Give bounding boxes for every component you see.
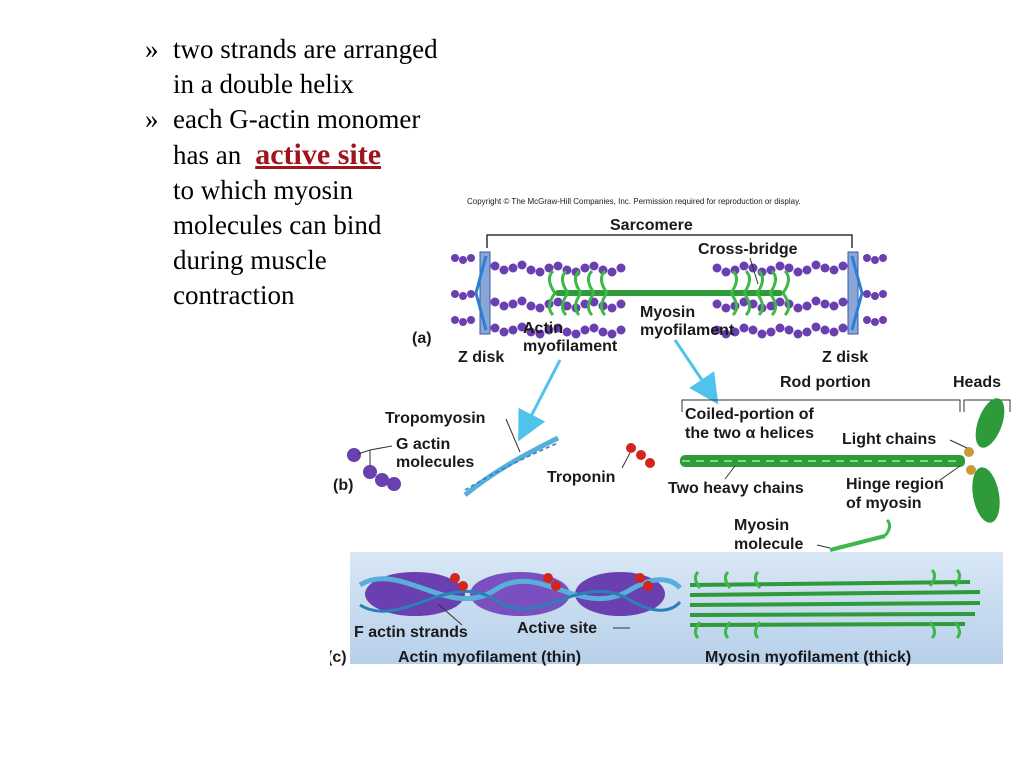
myosin-myofilament-label-1: Myosin — [640, 304, 695, 321]
f-actin-leader — [437, 603, 463, 626]
heads-bracket — [963, 399, 1011, 412]
bullet-list: » two strands are arranged in a double h… — [145, 32, 525, 313]
coiled-portion-label-1: Coiled-portion of — [685, 406, 815, 423]
light-chain-2 — [966, 465, 976, 475]
heavy-chains-leader — [724, 465, 736, 480]
panel-b-letter: (b) — [333, 477, 353, 494]
tropomyosin-label: Tropomyosin — [385, 410, 485, 427]
active-site-highlight: active site — [255, 138, 382, 171]
bullet-line: has an active site — [173, 137, 525, 173]
troponin-shape — [626, 443, 655, 468]
sarcomere-label: Sarcomere — [610, 217, 693, 234]
myosin-head-upper — [975, 398, 1005, 448]
tropomyosin-strand — [463, 435, 560, 497]
z-disk-right-label: Z disk — [822, 349, 868, 366]
panel-c-letter: (c) — [330, 649, 347, 666]
z-disk-left-label: Z disk — [458, 349, 504, 366]
tropomyosin-leader — [505, 418, 521, 453]
panel-c-background — [350, 552, 1003, 664]
two-heavy-chains-label: Two heavy chains — [668, 480, 804, 497]
panel-c: F actin strands Active site (c) Actin my… — [330, 552, 1003, 666]
bullet-line: during muscle — [173, 245, 327, 275]
sarcomere-bracket — [486, 234, 853, 248]
myosin-molecule-label-1: Myosin — [734, 517, 789, 534]
myosin-molecule-leader — [816, 544, 831, 549]
bullet-line: each G-actin monomer — [173, 104, 421, 134]
heads-label: Heads — [953, 374, 1001, 391]
g-actin-leader — [357, 445, 393, 466]
light-chain-1 — [964, 447, 974, 457]
panel-b-actin: Tropomyosin G actin molecules (b) Tropon… — [333, 410, 655, 497]
g-actin-label-2: molecules — [396, 454, 474, 471]
bullet-line: in a double helix — [173, 69, 354, 99]
myosin-heads-a — [548, 269, 790, 317]
bullet-item: » two strands are arranged in a double h… — [145, 32, 525, 102]
myosin-molecule-shape — [829, 534, 886, 552]
light-chains-leader — [949, 439, 968, 449]
g-actin-cluster — [347, 448, 401, 491]
bullet-line: molecules can bind — [173, 210, 382, 240]
panel-a: Sarcomere — [412, 217, 887, 442]
f-actin-strands-label: F actin strands — [354, 624, 468, 641]
bullet-line: to which myosin — [173, 175, 353, 205]
cross-bridge-leader — [749, 257, 759, 285]
panel-b-myosin: Rod portion Heads Coiled-portion of the … — [668, 374, 1011, 574]
myosin-myofilament-label-2: myofilament — [640, 322, 735, 339]
myosin-molecule-head — [883, 518, 892, 537]
cross-bridge-label: Cross-bridge — [698, 241, 798, 258]
bullet-line: contraction — [173, 280, 295, 310]
actin-myofilament-label-2: myofilament — [523, 338, 618, 355]
rod-bracket — [681, 399, 961, 412]
z-disk-left-shape — [479, 251, 491, 335]
myosin-rod-a — [555, 290, 783, 296]
tropomyosin-strand-2 — [464, 442, 559, 491]
myosin-molecule-label-2: molecule — [734, 536, 803, 553]
bullet-line: two strands are arranged — [173, 34, 438, 64]
bullet-item: » each G-actin monomer has an active site… — [145, 102, 525, 313]
coiled-portion-label-2: the two α helices — [685, 425, 814, 442]
g-actin-label-1: G actin — [396, 436, 450, 453]
hinge-region-label-2: of myosin — [846, 495, 922, 512]
myosin-thick-label: Myosin myofilament (thick) — [705, 649, 911, 666]
hinge-region-label-1: Hinge region — [846, 476, 944, 493]
f-actin-helix — [358, 572, 682, 616]
light-chains-label: Light chains — [842, 431, 936, 448]
thick-filament-bundle — [689, 568, 981, 640]
copyright-text: Copyright © The McGraw-Hill Companies, I… — [467, 197, 801, 206]
z-disk-right-line — [850, 255, 864, 331]
panel-a-letter: (a) — [412, 330, 432, 347]
troponin-leader — [621, 452, 631, 469]
arrow-to-myosin — [673, 339, 719, 405]
bullet-mark: » — [145, 34, 159, 64]
troponin-label: Troponin — [547, 469, 615, 486]
hinge-leader — [939, 465, 961, 481]
actin-thin-label: Actin myofilament (thin) — [398, 649, 581, 666]
myosin-head-lower — [972, 467, 1000, 523]
sarcomere-figure: Copyright © The McGraw-Hill Companies, I… — [330, 190, 1024, 670]
bullet-text: has an — [173, 140, 242, 170]
rod-portion-label: Rod portion — [780, 374, 871, 391]
arrow-to-actin — [518, 359, 562, 442]
bullet-mark: » — [145, 104, 159, 134]
z-disk-right-shape — [847, 251, 859, 335]
z-disk-left-line — [474, 255, 488, 331]
actin-myofilament-label-1: Actin — [523, 320, 563, 337]
active-site-label: Active site — [517, 620, 597, 637]
